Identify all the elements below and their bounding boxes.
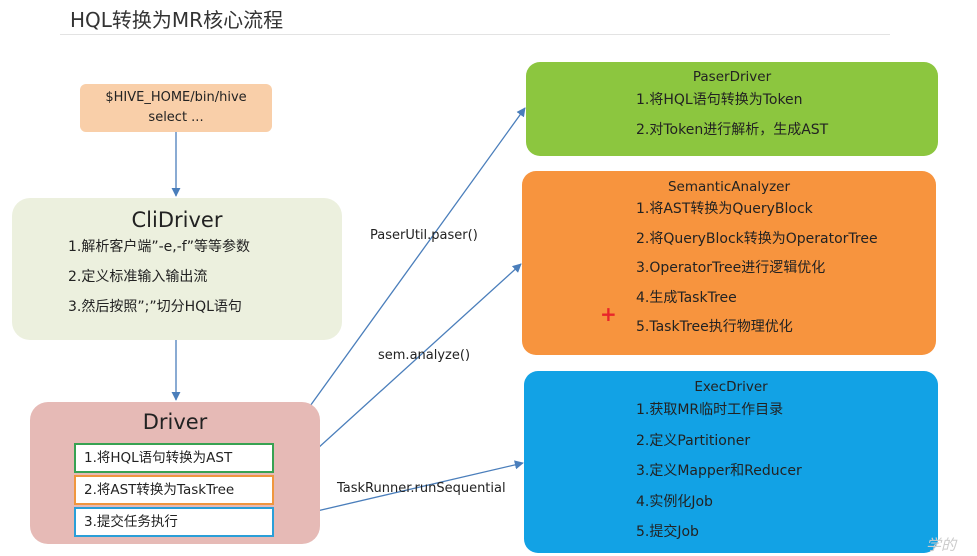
hive-command-text: $HIVE_HOME/bin/hive [105,90,247,105]
cli-driver-item: 2.定义标准输入输出流 [68,269,208,285]
exec-driver-title: ExecDriver [694,379,768,395]
hive-select-text: select ... [148,110,204,125]
watermark: 学的 [926,536,957,554]
title-divider [60,34,890,35]
semantic-analyzer-box: SemanticAnalyzer 1.将AST转换为QueryBlock 2.将… [522,171,936,355]
exec-driver-box: ExecDriver 1.获取MR临时工作目录 2.定义Partitioner … [524,371,938,553]
semantic-analyzer-item: 5.TaskTree执行物理优化 [636,319,793,335]
edge-label-task-runner: TaskRunner.runSequential [337,481,506,496]
driver-box: Driver 1.将HQL语句转换为AST 2.将AST转换为TaskTree … [30,402,320,544]
page-title: HQL转换为MR核心流程 [70,8,284,32]
exec-driver-item: 3.定义Mapper和Reducer [636,463,802,479]
driver-step-tasktree: 2.将AST转换为TaskTree [74,475,274,505]
paser-driver-item: 2.对Token进行解析，生成AST [636,122,829,138]
semantic-analyzer-title: SemanticAnalyzer [667,179,791,195]
semantic-analyzer-item: 2.将QueryBlock转换为OperatorTree [636,230,878,247]
red-plus-marker: + [600,302,617,326]
exec-driver-item: 5.提交Job [636,524,699,540]
arrow-driver-to-paser [273,107,526,457]
paser-driver-item: 1.将HQL语句转换为Token [636,92,803,108]
paser-driver-box: PaserDriver 1.将HQL语句转换为Token 2.对Token进行解… [526,62,938,156]
driver-step-submit: 3.提交任务执行 [74,507,274,537]
driver-title: Driver [142,410,208,434]
cli-driver-item: 3.然后按照”;”切分HQL语句 [68,299,242,315]
exec-driver-item: 2.定义Partitioner [636,432,751,449]
cli-driver-box: CliDriver 1.解析客户端”-e,-f”等等参数 2.定义标准输入输出流… [12,198,342,340]
semantic-analyzer-item: 4.生成TaskTree [636,289,737,306]
driver-step-ast: 1.将HQL语句转换为AST [74,443,274,473]
exec-driver-item: 1.获取MR临时工作目录 [636,402,784,418]
cli-driver-title: CliDriver [131,208,223,232]
semantic-analyzer-item: 1.将AST转换为QueryBlock [636,201,813,217]
paser-driver-title: PaserDriver [692,69,772,85]
exec-driver-item: 4.实例化Job [636,493,713,510]
hive-command-box: $HIVE_HOME/bin/hive select ... [80,84,272,132]
edge-label-paser: PaserUtil.paser() [370,228,478,243]
semantic-analyzer-item: 3.OperatorTree进行逻辑优化 [636,260,826,276]
edge-label-semantic: sem.analyze() [378,348,471,363]
cli-driver-item: 1.解析客户端”-e,-f”等等参数 [68,239,250,255]
